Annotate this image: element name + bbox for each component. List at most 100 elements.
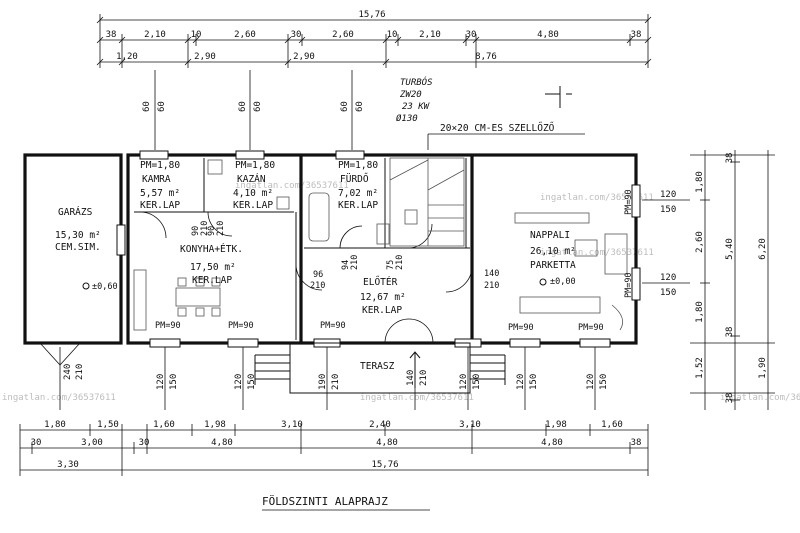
room-pm: PM=1,80: [338, 160, 378, 171]
room-floor: KER.LAP: [140, 200, 180, 211]
door-size: 94: [341, 260, 351, 270]
door-size: 210: [216, 221, 226, 236]
dim-label: 4,80: [541, 438, 563, 448]
dim-label: 1,50: [97, 420, 119, 430]
room-area: 26,10 m²: [530, 246, 576, 257]
dim-label: 30: [31, 438, 42, 448]
dim-label: 120: [660, 273, 676, 283]
room-living: NAPPALI 26,10 m² PARKETTA ±0,00: [530, 230, 576, 287]
dim-label: 120: [586, 374, 596, 390]
dim-label: 1,98: [204, 420, 226, 430]
dim-label: 150: [599, 374, 609, 390]
dim-label: 210: [75, 364, 85, 380]
room-area: 7,02 m²: [338, 188, 378, 199]
room-name: ELŐTÉR: [363, 276, 398, 288]
watermark-text: ingatlan.com/36537611: [540, 193, 654, 203]
dim-label: 6,20: [758, 238, 768, 260]
door-size: 90: [191, 226, 201, 236]
watermark-text: ingatlan.com/36537611: [2, 393, 116, 403]
room-area: 4,10 m²: [233, 188, 273, 199]
dim-label: 1,80: [44, 420, 66, 430]
dim-label: 30: [466, 30, 477, 40]
dim-label: 140: [406, 370, 416, 386]
room-bath: PM=1,80 FÜRDŐ 7,02 m² KER.LAP: [338, 160, 378, 211]
door-size: 210: [310, 281, 325, 291]
dim-label: 1,60: [153, 420, 175, 430]
room-name: KAZÁN: [237, 173, 266, 185]
room-floor: KER.LAP: [362, 305, 402, 316]
dim-label: 38: [725, 393, 735, 404]
dim-label: 1,52: [695, 357, 705, 379]
door-size: 90: [207, 226, 217, 236]
bottom-window-leaders: [59, 347, 596, 410]
dim-label: 1,90: [758, 357, 768, 379]
right-dimensions: 1,80 2,60 1,80 1,52 38 5,40 38 38 6,20 1…: [690, 150, 775, 410]
dim-label: 2,90: [194, 52, 216, 62]
room-name: NAPPALI: [530, 230, 570, 241]
dim-label: 3,10: [281, 420, 303, 430]
room-name: GARÁZS: [58, 206, 93, 218]
dim-label: 38: [631, 438, 642, 448]
room-name: FÜRDŐ: [340, 174, 369, 185]
room-area: 12,67 m²: [360, 292, 406, 303]
sill-label: PM=90: [320, 321, 346, 331]
room-garage: GARÁZS 15,30 m² CEM.SIM. ±0,60: [55, 206, 118, 292]
door-size: 96: [313, 270, 323, 280]
dim-label: 1,60: [601, 420, 623, 430]
sill-label: PM=90: [578, 323, 604, 333]
dim-label: 2,60: [695, 231, 705, 253]
dim-label: 2,40: [369, 420, 391, 430]
dim-label: 150: [660, 288, 676, 298]
stair-and-fixtures: [133, 157, 628, 331]
dim-label: 120: [459, 374, 469, 390]
room-floor: PARKETTA: [530, 260, 576, 271]
door-size: 210: [200, 221, 210, 236]
room-area: 15,30 m²: [55, 230, 101, 241]
watermark-text: ingatlan.com/36537611: [360, 393, 474, 403]
boiler-note-line: Ø130: [396, 113, 418, 124]
dim-label: 60: [142, 101, 152, 112]
dim-label: 120: [234, 374, 244, 390]
dim-label: 2,60: [234, 30, 256, 40]
dim-label: 240: [63, 364, 73, 380]
room-floor: CEM.SIM.: [55, 242, 101, 253]
dim-label: 150: [529, 374, 539, 390]
door-size: 75: [386, 260, 396, 270]
room-kitchen: KONYHA+ÉTK. 17,50 m² KER.LAP: [180, 243, 243, 286]
watermark-text: ingatlan.com/36537611: [235, 181, 349, 191]
dim-label: 3,00: [81, 438, 103, 448]
dim-label: 120: [516, 374, 526, 390]
dim-label: 60: [238, 101, 248, 112]
dim-label: 30: [139, 438, 150, 448]
sill-labels: PM=90 PM=90 PM=90 PM=90 PM=90 PM=90 PM=9…: [155, 189, 634, 333]
dim-label: 8,76: [475, 52, 497, 62]
sill-label: PM=90: [155, 321, 181, 331]
dim-label: 60: [355, 101, 365, 112]
bottom-window-sizes: 120 150 120 150 190 210 140 210 120 150 …: [63, 364, 609, 390]
sill-label: PM=90: [624, 272, 634, 298]
dim-label: 60: [340, 101, 350, 112]
dim-label: 4,80: [376, 438, 398, 448]
room-terrace-name: TERASZ: [360, 361, 395, 372]
sill-label: PM=90: [228, 321, 254, 331]
sill-label: PM=90: [624, 189, 634, 215]
dim-label: 60: [253, 101, 263, 112]
level-mark: ±0,00: [550, 277, 576, 287]
dim-label: 1,80: [695, 301, 705, 323]
room-floor: KER.LAP: [233, 200, 273, 211]
door-size: 210: [484, 281, 499, 291]
room-boiler: PM=1,80 KAZÁN 4,10 m² KER.LAP: [233, 160, 275, 211]
level-mark: ±0,60: [92, 282, 118, 292]
dim-label: 38: [725, 153, 735, 164]
boiler-note: TURBÓS ZW20 23 KW Ø130: [396, 76, 433, 124]
bottom-dimensions: 1,80 1,50 1,60 1,98 3,10 2,40 3,10 1,98 …: [19, 420, 649, 476]
dim-label: 38: [106, 30, 117, 40]
room-name: KONYHA+ÉTK.: [180, 243, 243, 255]
dim-label: 1,98: [545, 420, 567, 430]
watermark-text: ingatlan.com/36537611: [720, 393, 800, 403]
dim-label: 120: [156, 374, 166, 390]
right-window-leaders: 120 150 120 150: [642, 190, 690, 298]
boiler-note-line: TURBÓS: [400, 76, 433, 88]
dim-label: 10: [387, 30, 398, 40]
